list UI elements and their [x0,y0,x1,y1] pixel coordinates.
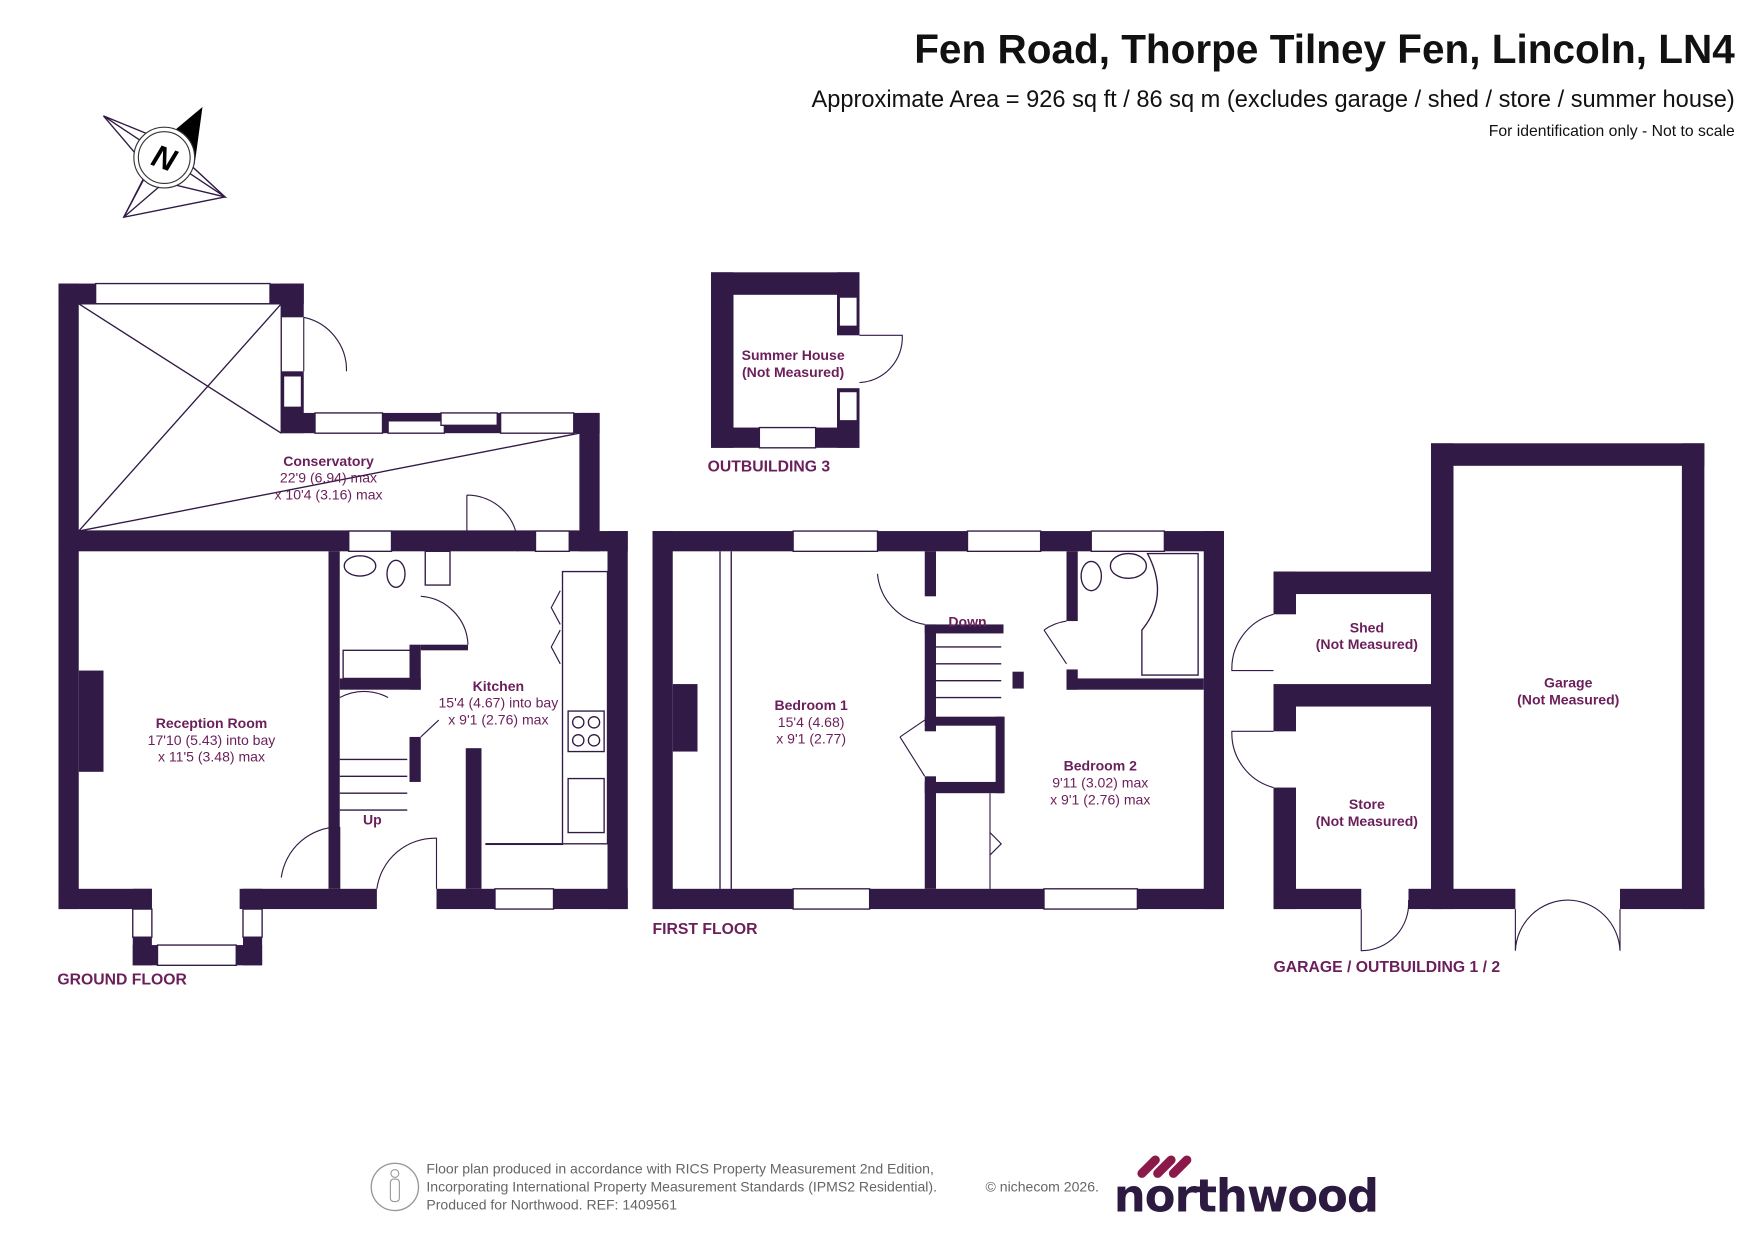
summer-house-plan [711,272,903,449]
room-name-store: Store [1349,796,1385,812]
stairs-up-label: Up [363,812,382,828]
northwood-logo: northwood [1114,1155,1379,1223]
room-name-bedroom-2: Bedroom 2 [1064,758,1138,774]
ground-floor-plan [58,282,628,966]
room-dim-bedroom-1-2: x 9'1 (2.77) [776,731,846,747]
footer-line-2: Incorporating International Property Mea… [426,1178,937,1194]
stairs-down-label: Down [948,614,986,630]
first-floor-plan [652,530,1224,910]
room-note-summer-house: (Not Measured) [742,364,844,380]
scale-note: For identification only - Not to scale [1489,123,1735,140]
room-dim-bedroom-2-1: 9'11 (3.02) max [1052,775,1148,791]
first-floor-label: FIRST FLOOR [653,921,759,938]
room-name-shed: Shed [1350,619,1384,635]
area-summary: Approximate Area = 926 sq ft / 86 sq m (… [812,87,1735,113]
room-note-store: (Not Measured) [1316,813,1418,829]
room-name-bedroom-1: Bedroom 1 [774,697,848,713]
footer-line-1: Floor plan produced in accordance with R… [426,1160,934,1176]
outbuilding-3-label: OUTBUILDING 3 [708,458,831,475]
room-note-shed: (Not Measured) [1316,636,1418,652]
room-dim-reception-2: x 11'5 (3.48) max [158,749,265,765]
garage-outbuildings-plan [1231,443,1705,952]
room-dim-bedroom-1-1: 15'4 (4.68) [778,714,845,730]
garage-outbuilding-label: GARAGE / OUTBUILDING 1 / 2 [1274,959,1501,976]
room-name-reception: Reception Room [156,715,268,731]
room-name-summer-house: Summer House [742,347,845,363]
compass-rose-icon: N [102,106,228,219]
room-name-conservatory: Conservatory [283,453,374,469]
page-title: Fen Road, Thorpe Tilney Fen, Lincoln, LN… [914,26,1735,72]
room-dim-reception-1: 17'10 (5.43) into bay [148,732,276,748]
room-dim-bedroom-2-2: x 9'1 (2.76) max [1050,791,1150,807]
footer-line-3: Produced for Northwood. REF: 1409561 [426,1196,677,1212]
footer-copyright: © nichecom 2026. [986,1178,1099,1194]
room-name-kitchen: Kitchen [473,678,525,694]
room-dim-kitchen-1: 15'4 (4.67) into bay [438,695,558,711]
room-dim-conservatory-1: 22'9 (6.94) max [280,470,377,486]
person-icon [370,1162,420,1212]
room-dim-conservatory-2: x 10'4 (3.16) max [274,487,382,503]
ground-floor-label: GROUND FLOOR [57,971,187,988]
brand-wordmark: northwood [1114,1170,1378,1223]
room-note-garage: (Not Measured) [1517,691,1619,707]
room-dim-kitchen-2: x 9'1 (2.76) max [448,712,548,728]
room-name-garage: Garage [1544,674,1593,690]
